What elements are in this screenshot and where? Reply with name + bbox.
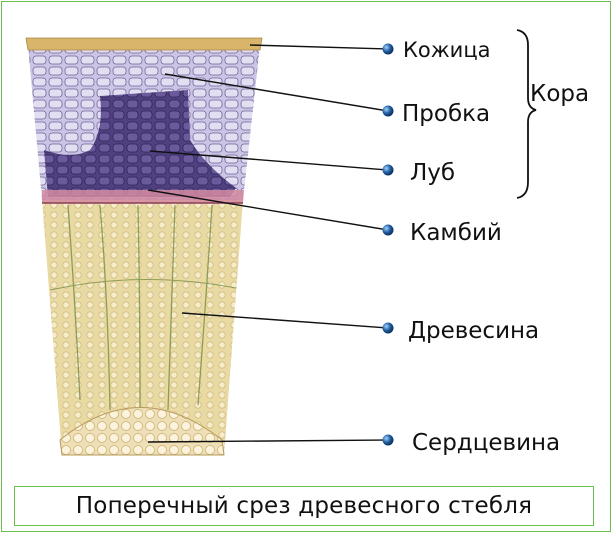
- caption-box: Поперечный срез древесного стебля: [14, 486, 594, 526]
- marker-dot-bast: [383, 165, 394, 176]
- label-pith: Сердцевина: [412, 430, 560, 456]
- label-skin: Кожица: [403, 38, 491, 62]
- marker-dot-skin: [383, 44, 394, 55]
- marker-dot-wood: [383, 323, 394, 334]
- caption-text: Поперечный срез древесного стебля: [76, 493, 532, 519]
- label-bast: Луб: [410, 160, 455, 186]
- marker-dot-cork: [383, 106, 394, 117]
- marker-dot-cambium: [383, 225, 394, 236]
- label-cork: Пробка: [402, 101, 490, 127]
- label-bark: Кора: [530, 81, 589, 107]
- skin-layer: [26, 38, 262, 50]
- marker-dot-pith: [383, 435, 394, 446]
- leader-line-skin: [250, 45, 388, 49]
- bark-brace: [517, 30, 536, 198]
- label-cambium: Камбий: [410, 220, 502, 246]
- label-wood: Древесина: [408, 318, 539, 344]
